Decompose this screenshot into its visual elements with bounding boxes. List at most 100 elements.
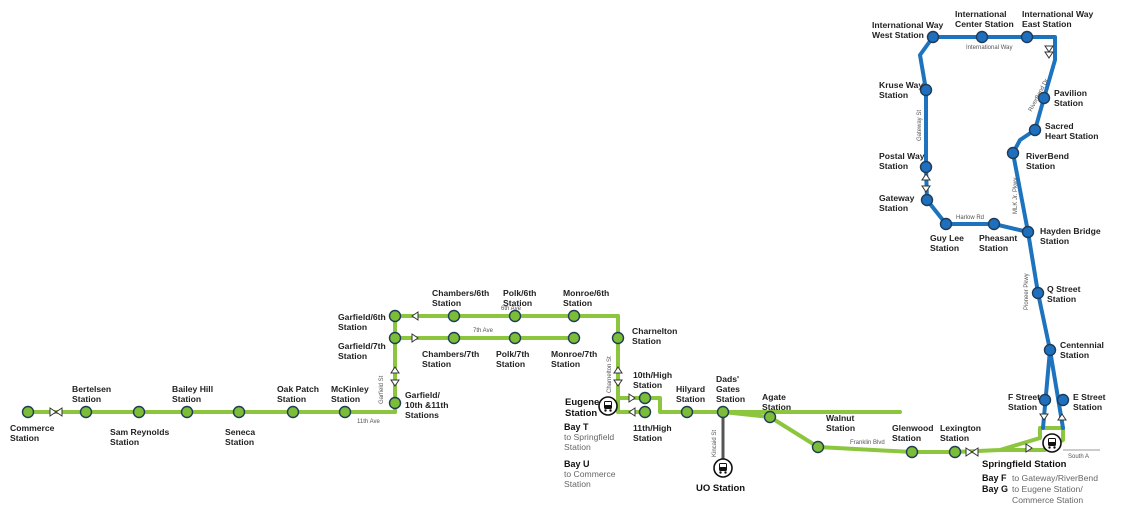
- station-dot-monroe-6[interactable]: [567, 309, 581, 323]
- station-dot-polk-7[interactable]: [508, 331, 522, 345]
- station-dot-pavilion[interactable]: [1037, 91, 1051, 105]
- station-dot-garfield-10-11[interactable]: [388, 396, 402, 410]
- station-dot-postal-way[interactable]: [919, 160, 933, 174]
- street-label-7th-ave: 7th Ave: [473, 328, 493, 334]
- street-label-charnelton-st: Charnelton St: [607, 356, 613, 393]
- station-dot-oak-patch[interactable]: [286, 405, 300, 419]
- station-dot-garfield-6[interactable]: [388, 309, 402, 323]
- street-label-harlow-rd: Harlow Rd: [956, 215, 985, 221]
- station-dot-seneca[interactable]: [232, 405, 246, 419]
- station-dot-pheasant[interactable]: [987, 217, 1001, 231]
- station-dot-hayden-bridge[interactable]: [1021, 225, 1035, 239]
- street-label-international-way: International Way: [966, 45, 1013, 51]
- station-dot-f-street[interactable]: [1038, 393, 1052, 407]
- station-dot-e-street[interactable]: [1056, 393, 1070, 407]
- hub-label-springfield-station[interactable]: Springfield Station: [982, 459, 1067, 470]
- station-dot-intl-way-west[interactable]: [926, 30, 940, 44]
- street-label-south-a: South A: [1068, 454, 1090, 460]
- station-dot-dads-gates[interactable]: [716, 405, 730, 419]
- station-dot-chambers-7[interactable]: [447, 331, 461, 345]
- station-dot-eleventh-high[interactable]: [638, 405, 652, 419]
- station-dot-sam-reynolds[interactable]: [132, 405, 146, 419]
- station-dot-walnut[interactable]: [811, 440, 825, 454]
- station-dot-monroe-7[interactable]: [567, 331, 581, 345]
- bus-station-icon[interactable]: [1042, 433, 1062, 453]
- station-dot-chambers-6[interactable]: [447, 309, 461, 323]
- station-dot-intl-center[interactable]: [975, 30, 989, 44]
- bus-station-icon[interactable]: [713, 458, 733, 478]
- station-dot-mckinley[interactable]: [338, 405, 352, 419]
- station-dot-agate[interactable]: [763, 410, 777, 424]
- station-dot-q-street[interactable]: [1031, 286, 1045, 300]
- station-dot-garfield-7[interactable]: [388, 331, 402, 345]
- bus-station-icon[interactable]: [598, 396, 618, 416]
- station-dot-riverbend[interactable]: [1006, 146, 1020, 160]
- street-label-garfield-st: Garfield St: [379, 375, 385, 404]
- station-dot-bailey-hill[interactable]: [180, 405, 194, 419]
- station-dot-sacred-heart[interactable]: [1028, 123, 1042, 137]
- station-dot-bertelsen[interactable]: [79, 405, 93, 419]
- station-dot-kruse-way[interactable]: [919, 83, 933, 97]
- street-label-gateway-st: Gateway St: [917, 109, 923, 141]
- station-dot-polk-6[interactable]: [508, 309, 522, 323]
- station-dot-hilyard[interactable]: [680, 405, 694, 419]
- station-dot-centennial[interactable]: [1043, 343, 1057, 357]
- station-dot-lexington[interactable]: [948, 445, 962, 459]
- street-label-mlk-pkwy: MLK Jr. Pkwy: [1013, 177, 1019, 214]
- station-dot-commerce[interactable]: [21, 405, 35, 419]
- station-dot-intl-way-east[interactable]: [1020, 30, 1034, 44]
- station-dot-glenwood[interactable]: [905, 445, 919, 459]
- station-dot-guy-lee[interactable]: [939, 217, 953, 231]
- station-dot-gateway[interactable]: [920, 193, 934, 207]
- station-dot-charnelton[interactable]: [611, 331, 625, 345]
- station-dot-tenth-high[interactable]: [638, 391, 652, 405]
- hub-label-uo-station[interactable]: UO Station: [696, 483, 746, 494]
